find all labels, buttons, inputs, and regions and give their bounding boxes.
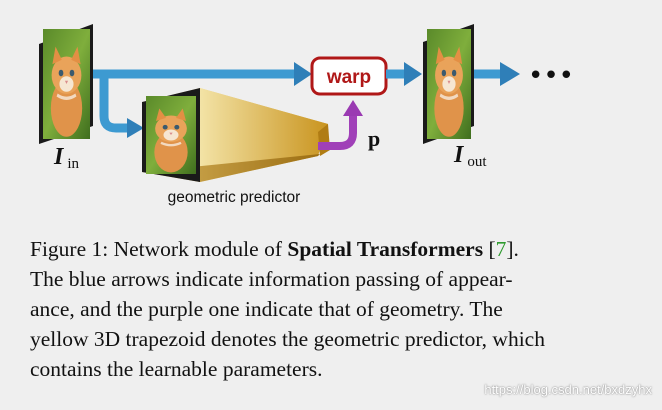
spatial-transformer-diagram: warp ••• p I in I out geometric predicto…: [39, 24, 574, 206]
watermark: https://blog.csdn.net/bxdzyhx: [484, 382, 652, 397]
appearance-arrow-top-head: [294, 62, 312, 86]
geometric-predictor-trapezoid: [142, 88, 330, 182]
caption-prefix: Figure 1: Network module of: [30, 237, 288, 261]
input-image: [39, 24, 93, 144]
caption-citation-link[interactable]: 7: [495, 237, 507, 261]
geometry-arrow: [318, 114, 357, 150]
warp-label: warp: [326, 67, 371, 88]
caption-line-5: contains the learnable parameters.: [30, 357, 323, 381]
figure-caption: Figure 1: Network module of Spatial Tran…: [30, 234, 630, 384]
output-image: [423, 24, 474, 144]
predictor-label: geometric predictor: [168, 189, 301, 206]
output-label-sub: out: [467, 154, 487, 170]
input-label-sub: in: [67, 156, 79, 172]
output-label: I out: [453, 142, 487, 170]
caption-line-3: ance, and the purple one indicate that o…: [30, 297, 503, 321]
input-label-main: I: [53, 144, 65, 170]
appearance-arrow-down: [99, 78, 128, 133]
input-label: I in: [53, 144, 80, 172]
caption-ref-open: [: [483, 237, 496, 261]
appearance-arrow-to-output-head: [404, 62, 422, 86]
appearance-arrow-down-head: [127, 118, 144, 138]
geometry-arrow-head: [343, 100, 363, 116]
caption-line-1: Figure 1: Network module of Spatial Tran…: [30, 234, 630, 264]
output-label-main: I: [453, 142, 465, 168]
caption-ref-close: ].: [506, 237, 519, 261]
caption-line-4: yellow 3D trapezoid denotes the geometri…: [30, 327, 545, 351]
param-label: p: [368, 126, 380, 151]
caption-line-2: The blue arrows indicate information pas…: [30, 267, 513, 291]
ellipsis-dots: •••: [528, 61, 574, 91]
caption-bold-title: Spatial Transformers: [287, 237, 484, 261]
appearance-arrow-continue-head: [500, 62, 520, 86]
